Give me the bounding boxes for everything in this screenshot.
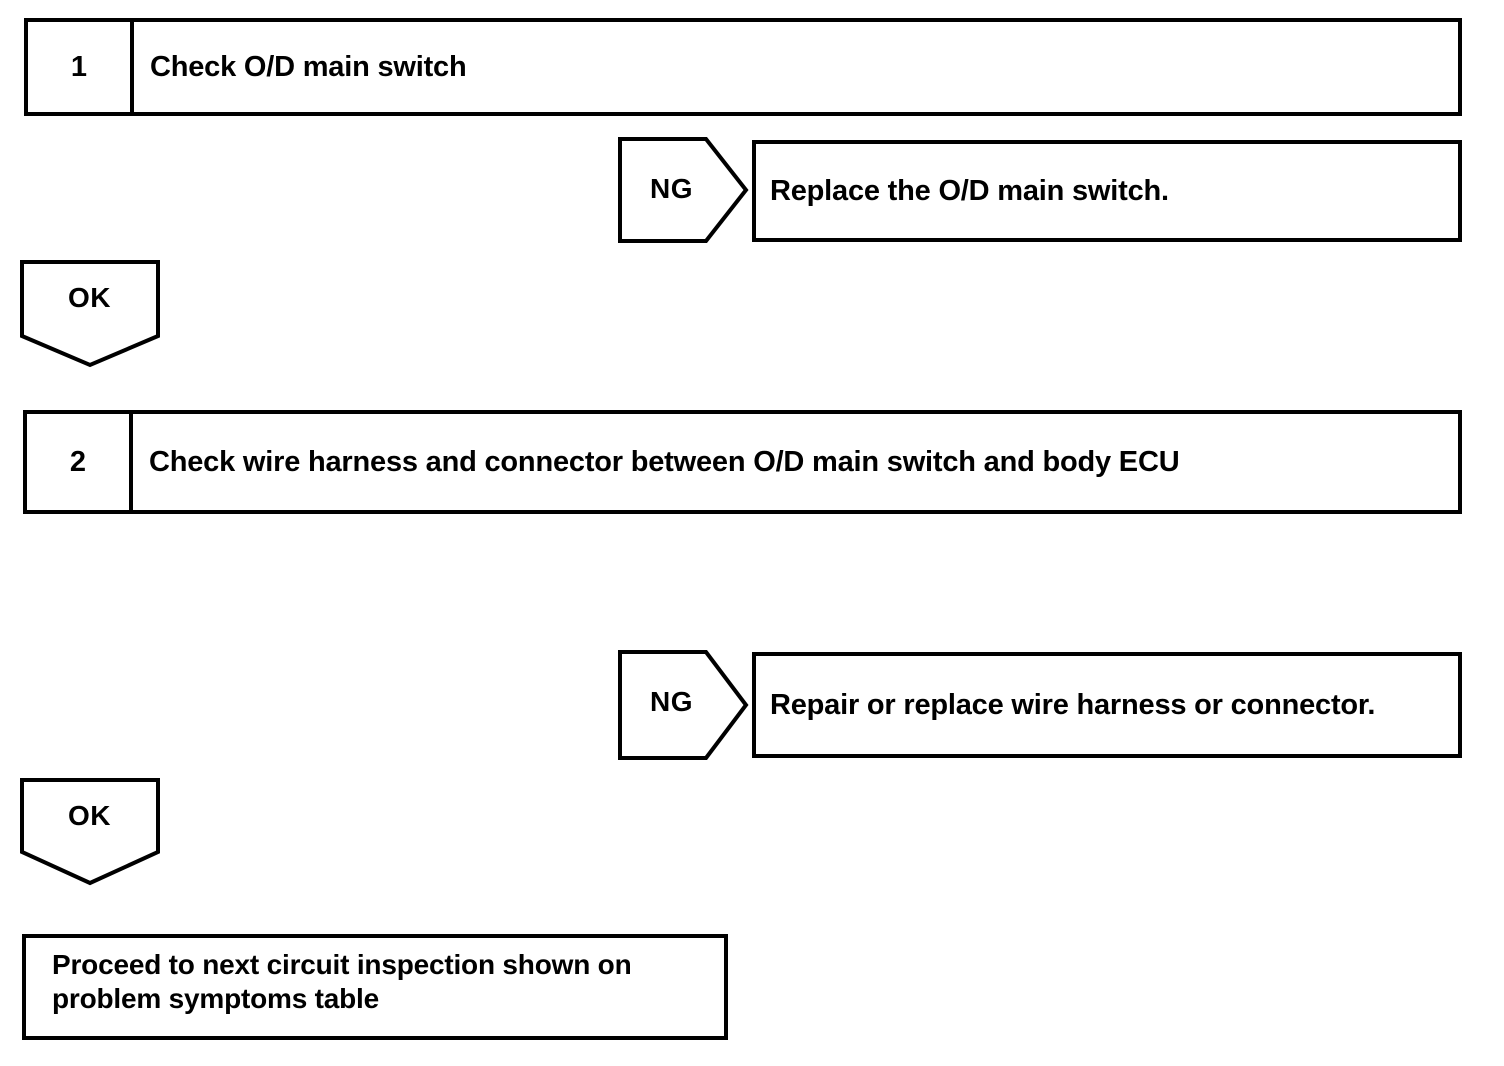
ng-pentagon-icon xyxy=(618,137,749,243)
connector-ng-2-label: NG xyxy=(650,686,693,717)
step-number-2: 2 xyxy=(27,414,133,510)
step-box-1[interactable]: 1 Check O/D main switch xyxy=(24,18,1462,116)
step-number-1: 1 xyxy=(28,22,134,112)
connector-ng-2: NG xyxy=(618,650,749,760)
connector-ng-1: NG xyxy=(618,137,749,243)
ok-pentagon-icon xyxy=(20,778,160,886)
step-box-2[interactable]: 2 Check wire harness and connector betwe… xyxy=(23,410,1462,514)
action-text-1: Replace the O/D main switch. xyxy=(770,174,1169,207)
step-title-1: Check O/D main switch xyxy=(150,50,467,83)
step-title-2: Check wire harness and connector between… xyxy=(149,445,1180,478)
ng-pentagon-icon xyxy=(618,650,749,760)
connector-ok-1: OK xyxy=(20,260,160,368)
connector-ok-2-label: OK xyxy=(68,800,111,831)
ok-pentagon-icon xyxy=(20,260,160,368)
connector-ok-1-label: OK xyxy=(68,282,111,313)
connector-ng-1-label: NG xyxy=(650,173,693,204)
action-box-repair-harness[interactable]: Repair or replace wire harness or connec… xyxy=(752,652,1462,758)
connector-ok-2: OK xyxy=(20,778,160,886)
action-text-2: Repair or replace wire harness or connec… xyxy=(770,688,1376,721)
action-box-replace-switch[interactable]: Replace the O/D main switch. xyxy=(752,140,1462,242)
terminal-box-next-inspection[interactable]: Proceed to next circuit inspection shown… xyxy=(22,934,728,1040)
terminal-text: Proceed to next circuit inspection shown… xyxy=(52,949,632,1015)
